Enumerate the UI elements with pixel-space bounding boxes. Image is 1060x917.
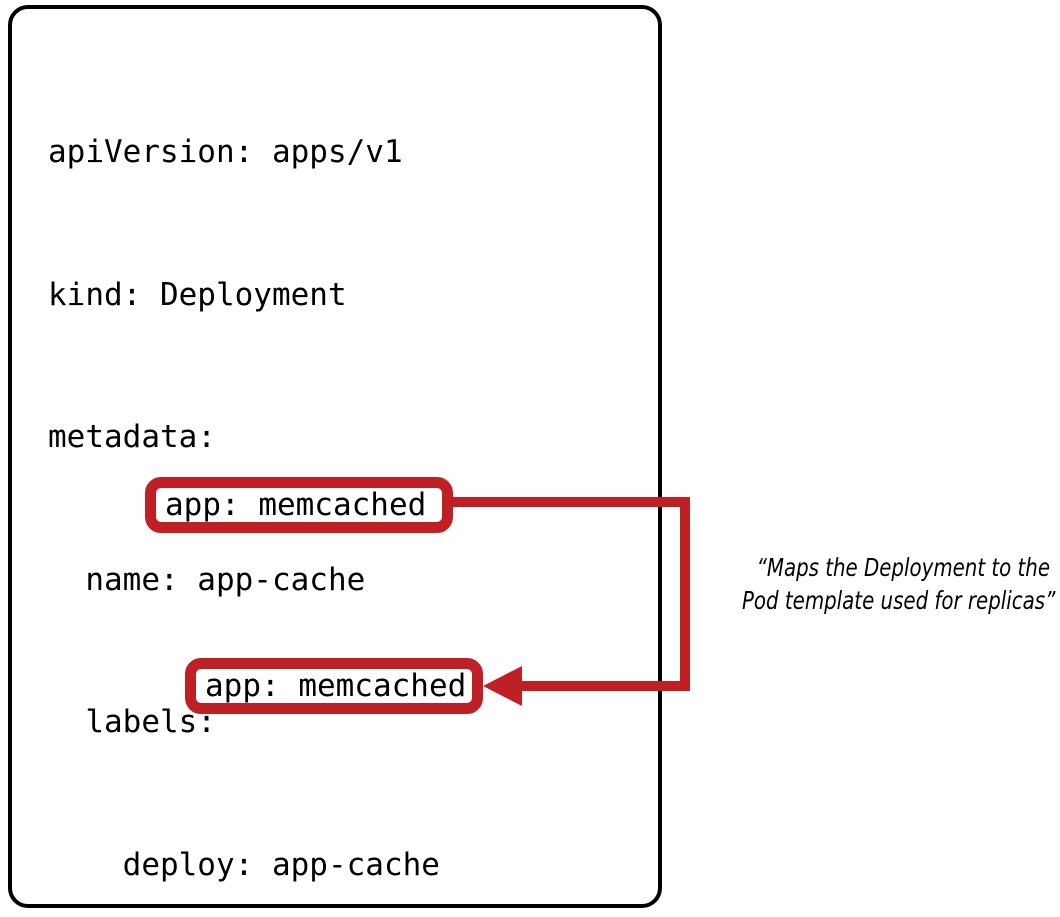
annotation-callout: “Maps the Deployment to the Pod template… xyxy=(742,551,1056,617)
manifest-panel: apiVersion: apps/v1 kind: Deployment met… xyxy=(8,5,662,908)
annotation-line-1: “Maps the Deployment to the xyxy=(756,553,1050,582)
yaml-line: apiVersion: apps/v1 xyxy=(48,134,403,170)
annotation-line-2: Pod template used for replicas” xyxy=(742,586,1056,615)
yaml-line: deploy: app-cache xyxy=(48,846,440,883)
highlight-box-selector-label[interactable]: app: memcached xyxy=(145,477,453,533)
yaml-line: kind: Deployment xyxy=(48,276,347,313)
highlight-box-template-label[interactable]: app: memcached xyxy=(185,658,483,714)
yaml-line: name: app-cache xyxy=(48,561,366,598)
yaml-code-block: apiVersion: apps/v1 kind: Deployment met… xyxy=(48,34,668,917)
yaml-line: metadata: xyxy=(48,419,216,455)
highlight-selector-label-text: app: memcached xyxy=(165,486,427,523)
highlight-template-label-text: app: memcached xyxy=(205,667,467,704)
